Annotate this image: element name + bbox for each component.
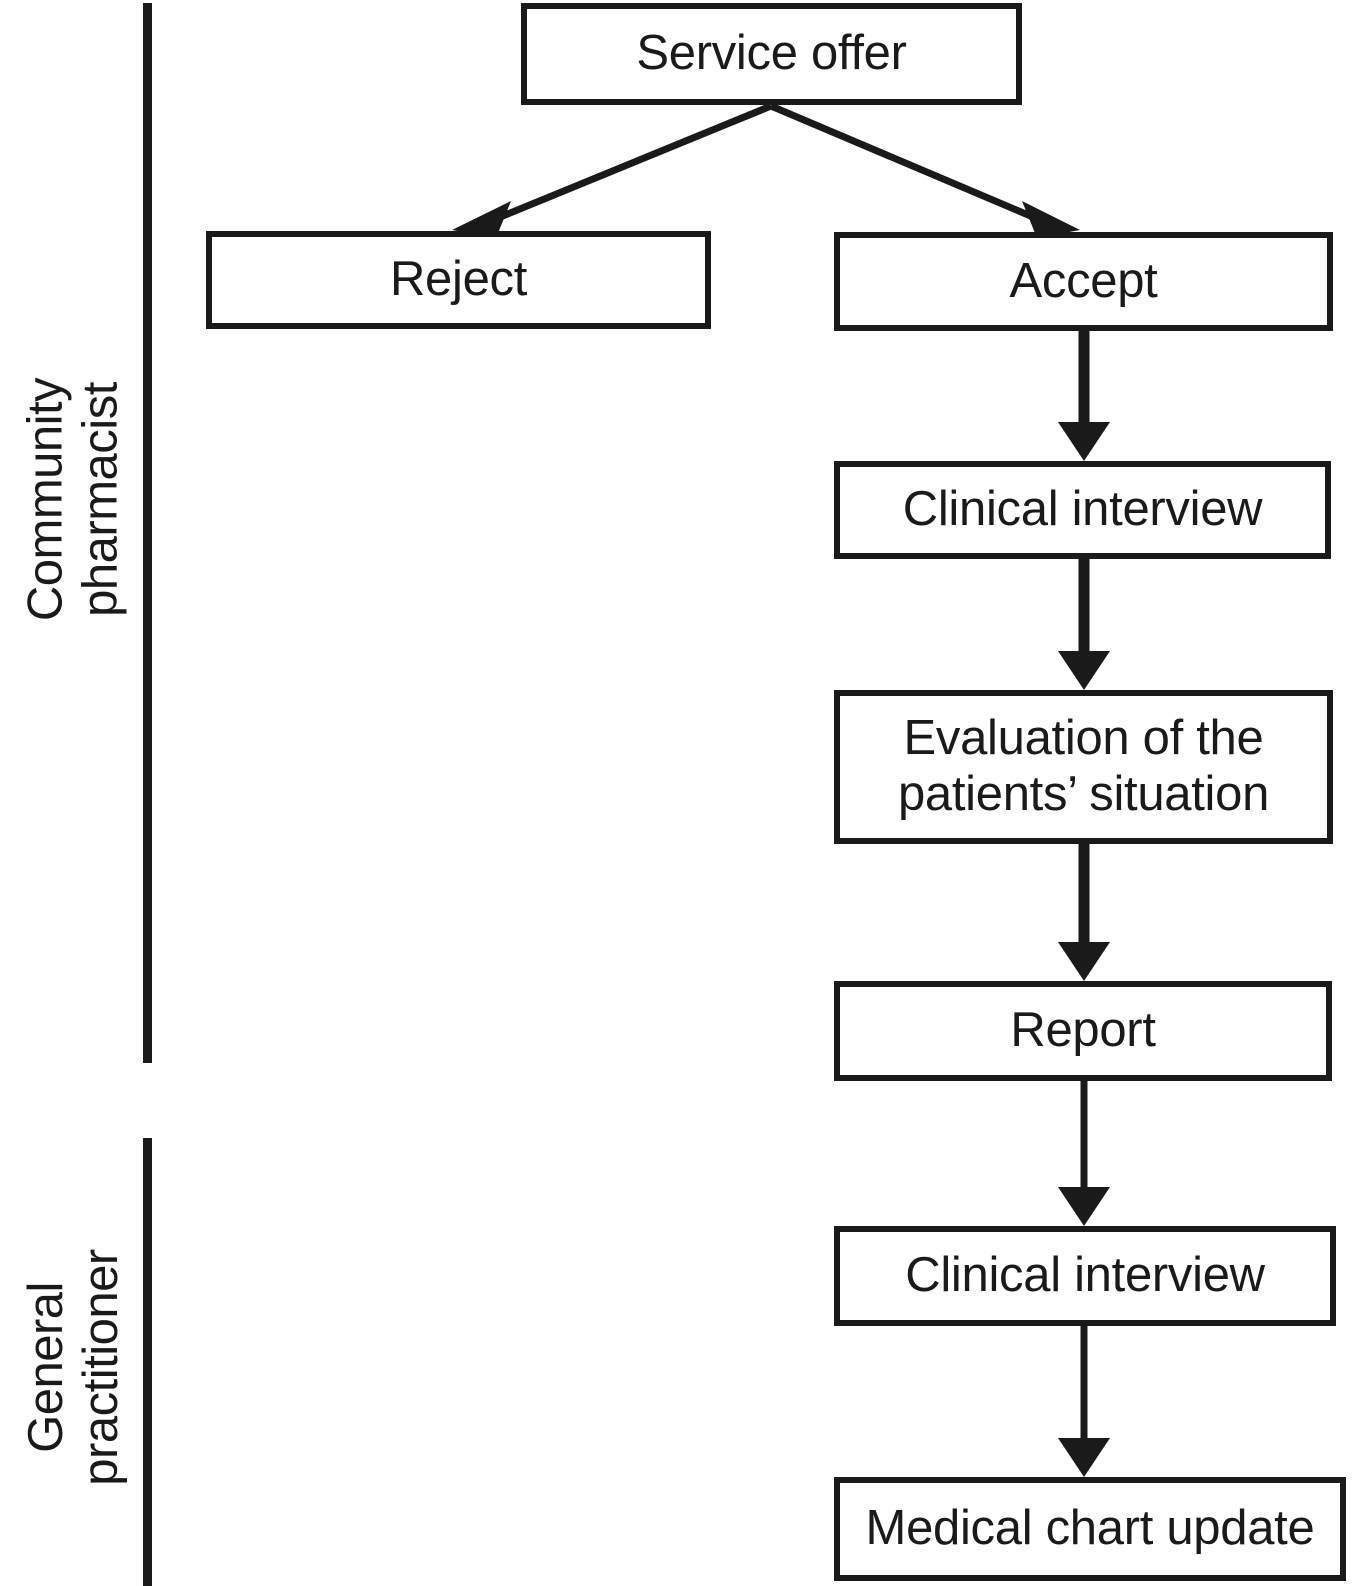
node-medical-chart-update[interactable]: Medical chart update <box>834 1477 1346 1581</box>
edge-clinical-interview-2-to-medical-chart-update <box>1058 1325 1110 1477</box>
node-clinical-interview-1[interactable]: Clinical interview <box>834 461 1331 559</box>
node-reject[interactable]: Reject <box>206 231 711 329</box>
edge-report-to-clinical-interview-2 <box>1058 1080 1110 1226</box>
edge-clinical-interview-1-to-evaluation <box>1058 558 1110 690</box>
edge-evaluation-to-report <box>1058 843 1110 981</box>
edge-accept-to-clinical-interview-1 <box>1058 330 1110 461</box>
swimlane-label-general-practitioner: General practitioner <box>18 1249 128 1486</box>
node-accept[interactable]: Accept <box>834 232 1333 331</box>
node-evaluation-of-patients-situation[interactable]: Evaluation of the patients’ situation <box>834 690 1333 844</box>
edge-service-offer-to-accept <box>769 102 1080 238</box>
node-clinical-interview-2[interactable]: Clinical interview <box>834 1226 1336 1326</box>
swimlane-label-community-pharmacist: Community pharmacist <box>18 377 127 622</box>
node-service-offer[interactable]: Service offer <box>521 3 1022 105</box>
edge-service-offer-to-reject <box>452 102 773 238</box>
node-report[interactable]: Report <box>834 981 1332 1081</box>
